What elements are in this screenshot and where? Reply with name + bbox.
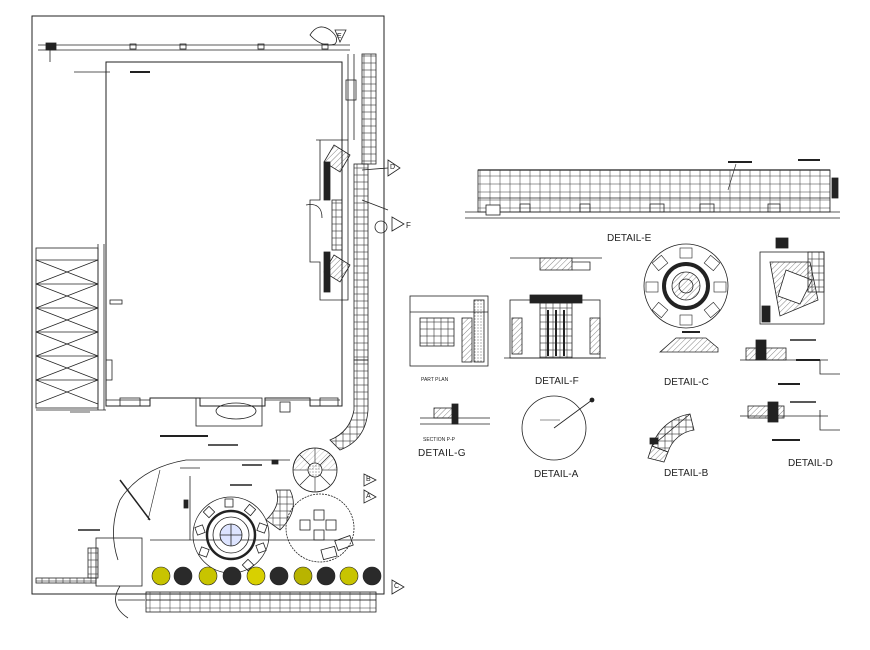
marker-c-letter: C bbox=[394, 583, 400, 590]
detail-g-drawing bbox=[409, 295, 490, 425]
section-marker-b bbox=[363, 473, 377, 487]
tree-row bbox=[151, 566, 382, 586]
marker-b-letter: B bbox=[366, 476, 371, 483]
detail-e-label: DETAIL-E bbox=[607, 233, 652, 244]
detail-c-drawing bbox=[643, 243, 729, 353]
marker-d-letter: D bbox=[390, 164, 396, 171]
detail-d-drawing bbox=[740, 237, 840, 441]
circular-plaza bbox=[192, 496, 270, 574]
marker-a-letter: A bbox=[366, 493, 371, 500]
spiral-stair bbox=[265, 447, 338, 531]
lounge-area bbox=[285, 493, 355, 563]
section-marker-e bbox=[309, 26, 347, 46]
detail-f-drawing bbox=[504, 257, 606, 359]
detail-b-label: DETAIL-B bbox=[664, 468, 709, 479]
site-plan bbox=[31, 15, 405, 619]
section-marker-a bbox=[363, 489, 377, 504]
detail-b-drawing bbox=[647, 413, 695, 463]
detail-e-drawing bbox=[465, 159, 840, 219]
detail-c-label: DETAIL-C bbox=[664, 377, 709, 388]
detail-a-label: DETAIL-A bbox=[534, 469, 579, 480]
detail-f-label: DETAIL-F bbox=[535, 376, 579, 387]
part-plan-label: PART PLAN bbox=[421, 377, 449, 383]
marker-f-letter: F bbox=[406, 221, 411, 230]
detail-d-label: DETAIL-D bbox=[788, 458, 833, 469]
section-marker-f bbox=[391, 216, 405, 232]
marker-e-letter: E bbox=[337, 33, 342, 40]
section-marker-c bbox=[391, 579, 405, 595]
detail-g-label: DETAIL-G bbox=[418, 448, 466, 459]
section-pp-label: SECTION P-P bbox=[423, 437, 455, 443]
detail-a-drawing bbox=[521, 395, 595, 461]
section-marker-d bbox=[361, 159, 401, 177]
